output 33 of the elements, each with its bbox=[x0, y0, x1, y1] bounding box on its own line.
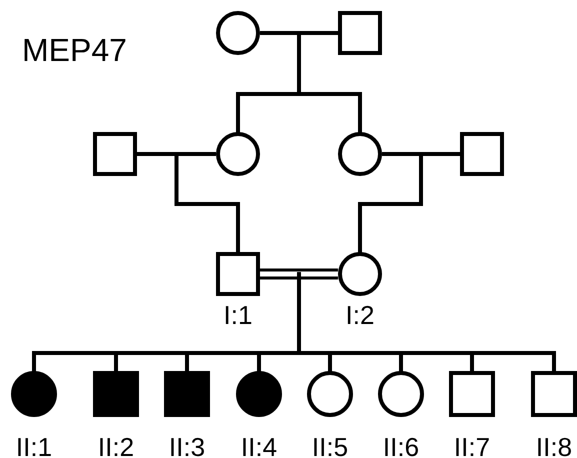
male-square bbox=[449, 371, 495, 417]
male-square bbox=[338, 11, 382, 55]
spouse-line bbox=[137, 152, 216, 156]
individual-id: I:1 bbox=[224, 302, 252, 328]
female-circle bbox=[378, 371, 424, 417]
affected-male-square bbox=[93, 371, 139, 417]
individual-id: II:7 bbox=[454, 434, 490, 458]
descent-line bbox=[297, 272, 556, 373]
individual-id: II:5 bbox=[312, 434, 348, 458]
female-circle bbox=[338, 252, 382, 296]
individual-id: I:2 bbox=[346, 302, 374, 328]
descent-line bbox=[358, 152, 423, 254]
spouse-line bbox=[260, 31, 338, 35]
individual-id: II:8 bbox=[536, 434, 572, 458]
individual-id: II:4 bbox=[240, 434, 278, 458]
male-square bbox=[93, 132, 137, 176]
individual-id: II:6 bbox=[382, 434, 420, 458]
male-square bbox=[531, 371, 577, 417]
affected-male-square bbox=[164, 371, 210, 417]
female-circle bbox=[307, 371, 353, 417]
male-square bbox=[216, 252, 260, 296]
individual-id: II:2 bbox=[98, 434, 134, 458]
male-square bbox=[460, 132, 504, 176]
pedigree-title: MEP47 bbox=[22, 33, 127, 67]
spouse-line bbox=[382, 152, 460, 156]
individual-id: II:3 bbox=[168, 434, 206, 458]
individual-id: II:1 bbox=[16, 434, 52, 458]
affected-female-circle bbox=[11, 371, 57, 417]
female-circle bbox=[216, 132, 260, 176]
female-circle bbox=[216, 11, 260, 55]
consanguineous-line bbox=[258, 268, 340, 280]
female-circle bbox=[338, 132, 382, 176]
affected-female-circle bbox=[236, 371, 282, 417]
